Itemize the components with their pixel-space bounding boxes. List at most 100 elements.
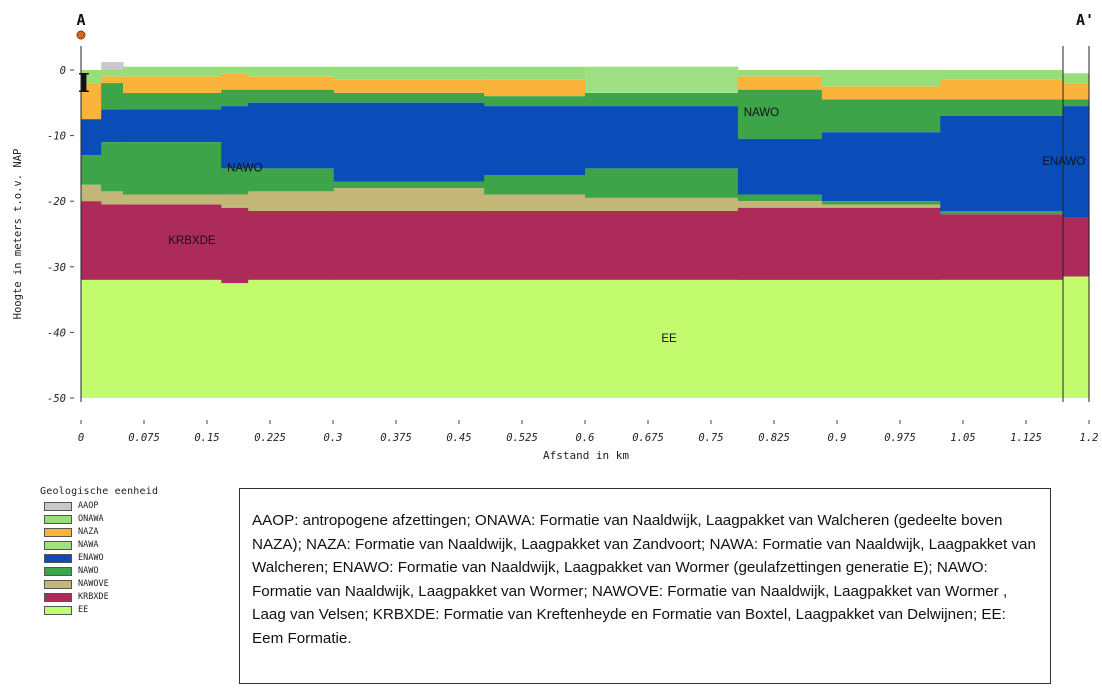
layer-krbxde	[221, 207, 249, 284]
legend-item: KRBXDE	[44, 591, 220, 603]
layer-nawa	[585, 66, 739, 93]
legend-item: NAWOVE	[44, 578, 220, 590]
layer-onawa	[101, 70, 124, 77]
layer-enawo	[248, 102, 335, 169]
y-tick-label: -20	[47, 196, 66, 208]
y-tick-label: 0	[60, 65, 66, 77]
y-tick-label: -30	[47, 262, 66, 274]
legend-item: EE	[44, 604, 220, 616]
layer-krbxde	[81, 201, 102, 280]
layer-onawa	[737, 70, 823, 77]
layer-nawove	[81, 184, 102, 202]
layer-onawa	[333, 66, 485, 80]
legend-label: EE	[78, 605, 89, 615]
legend-swatch	[44, 605, 72, 615]
x-tick-label: 0.675	[632, 432, 664, 444]
section-label-end: A'	[1076, 11, 1094, 29]
layer-ee	[737, 279, 823, 398]
layer-onawa	[484, 66, 586, 80]
layer-nawo	[81, 155, 102, 185]
layer-nawo	[737, 89, 823, 139]
layer-onawa	[1063, 73, 1090, 84]
legend-swatch	[44, 514, 72, 524]
x-tick-label: 0	[78, 432, 84, 444]
layer-enawo	[221, 106, 249, 169]
layer-krbxde	[248, 211, 335, 280]
x-tick-label: 0.825	[758, 432, 790, 444]
layer-naza	[101, 76, 124, 84]
legend-item: NAZA	[44, 526, 220, 538]
layer-krbxde	[585, 211, 739, 280]
layer-label: EE	[661, 333, 677, 345]
layer-label: ENAWO	[1042, 156, 1085, 168]
layer-onawa	[940, 70, 1064, 80]
layer-naza	[940, 79, 1064, 100]
layer-nawove	[821, 204, 941, 208]
layer-enawo	[333, 102, 485, 182]
layer-krbxde	[737, 207, 823, 280]
layer-ee	[821, 279, 941, 398]
layer-nawove	[123, 194, 222, 205]
section-label-start: A	[76, 11, 85, 29]
layer-ee	[248, 279, 335, 398]
layer-nawo	[484, 175, 586, 195]
layer-ee	[333, 279, 485, 398]
layer-naza	[333, 79, 485, 93]
layer-nawo	[101, 83, 124, 110]
legend-swatch	[44, 579, 72, 589]
x-tick-label: 0.9	[828, 432, 847, 444]
legend-label: ENAWO	[78, 553, 104, 563]
description-box: AAOP: antropogene afzettingen; ONAWA: Fo…	[239, 488, 1051, 684]
legend-label: AAOP	[78, 501, 99, 511]
x-tick-label: 0.45	[446, 432, 471, 444]
layer-naza	[123, 76, 222, 93]
legend-item: NAWO	[44, 565, 220, 577]
layer-naza	[248, 76, 335, 90]
layer-label: KRBXDE	[168, 235, 216, 247]
section-markers: A A' I	[76, 11, 1094, 99]
layer-krbxde	[940, 214, 1064, 280]
legend-title: Geologische eenheid	[40, 486, 159, 497]
x-tick-label: 0.375	[380, 432, 412, 444]
layer-ee	[940, 279, 1064, 398]
layer-nawo	[940, 211, 1064, 215]
legend-item: ONAWA	[44, 513, 220, 525]
x-tick-label: 0.075	[128, 432, 160, 444]
legend-label: NAZA	[78, 527, 99, 537]
legend-label: KRBXDE	[78, 592, 109, 602]
legend-item: ENAWO	[44, 552, 220, 564]
layer-enawo	[585, 106, 739, 169]
layer-naza	[1063, 83, 1090, 100]
layer-enawo	[81, 119, 102, 156]
layer-aaop	[101, 62, 124, 70]
legend-swatch	[44, 553, 72, 563]
x-tick-label: 0.75	[698, 432, 723, 444]
layer-naza	[737, 76, 823, 90]
layer-ee	[101, 279, 124, 398]
y-tick-label: -50	[47, 393, 66, 405]
layer-nawo	[821, 201, 941, 205]
x-tick-label: 0.225	[254, 432, 286, 444]
layer-nawo	[248, 168, 335, 192]
layer-nawove	[585, 197, 739, 211]
layer-enawo	[123, 109, 222, 143]
layer-ee	[81, 279, 102, 398]
layer-nawo	[333, 181, 485, 189]
layer-krbxde	[1063, 217, 1090, 277]
x-tick-label: 1.2	[1080, 432, 1099, 444]
layer-nawove	[221, 194, 249, 208]
layer-krbxde	[484, 211, 586, 280]
layer-nawo	[585, 93, 739, 107]
layer-areas	[81, 62, 1090, 398]
layer-ee	[123, 279, 222, 398]
x-tick-label: 0.6	[576, 432, 595, 444]
cursor-marker: I	[78, 69, 90, 99]
layer-krbxde	[333, 211, 485, 280]
layer-enawo	[484, 106, 586, 175]
x-tick-label: 1.05	[950, 432, 975, 444]
x-tick-label: 0.525	[506, 432, 538, 444]
layer-ee	[221, 283, 249, 398]
